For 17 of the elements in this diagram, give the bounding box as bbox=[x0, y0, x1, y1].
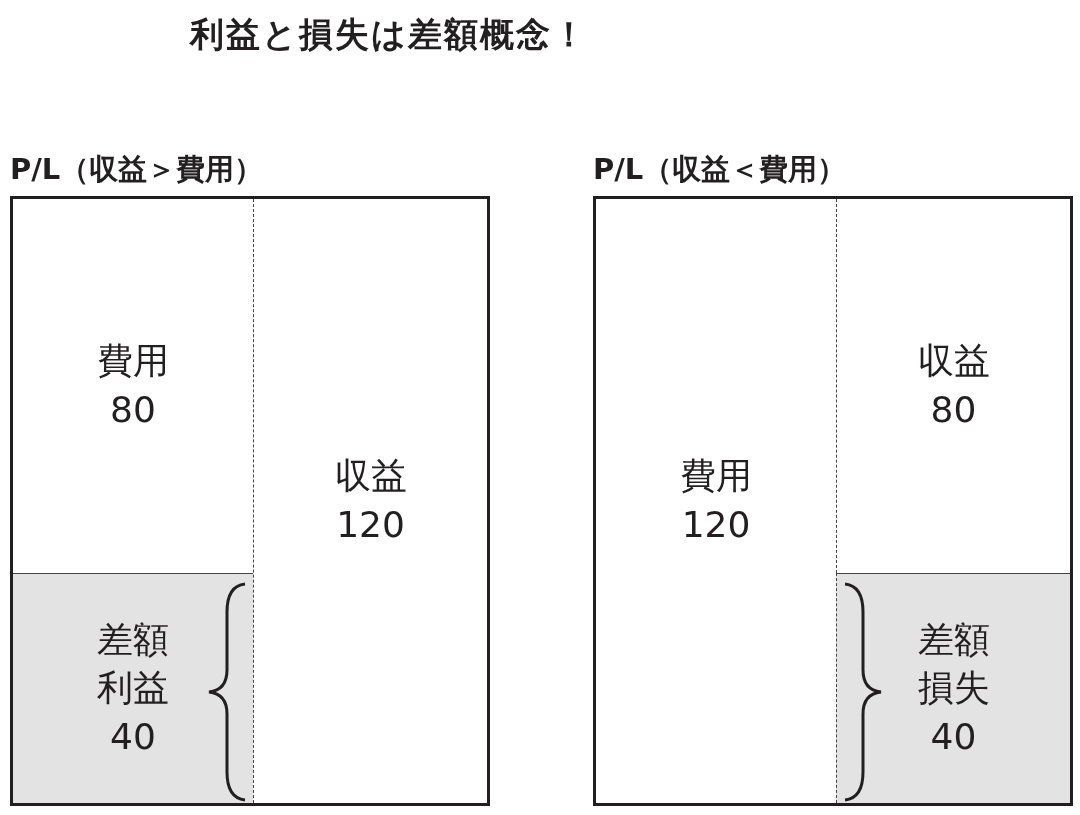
loss-cell bbox=[836, 573, 1070, 803]
item-name: 差額利益 bbox=[96, 617, 170, 711]
item-value: 120 bbox=[336, 503, 405, 547]
item-value: 120 bbox=[681, 503, 751, 547]
panel-heading: P/L（収益＜費用） bbox=[593, 151, 847, 188]
profit-cell bbox=[13, 573, 253, 803]
item-value: 80 bbox=[930, 388, 977, 432]
item-name: 収益 bbox=[334, 454, 407, 499]
item-value: 40 bbox=[110, 714, 156, 759]
item-name: 収益 bbox=[917, 339, 990, 384]
item-value: 40 bbox=[930, 714, 977, 759]
item-name: 費用 bbox=[97, 339, 169, 384]
item-name: 費用 bbox=[680, 454, 752, 499]
panel-heading: P/L（収益＞費用） bbox=[10, 151, 264, 188]
item-name: 差額損失 bbox=[916, 617, 991, 711]
item-value: 80 bbox=[110, 388, 156, 432]
diagram-title: 利益と損失は差額概念！ bbox=[190, 13, 588, 56]
